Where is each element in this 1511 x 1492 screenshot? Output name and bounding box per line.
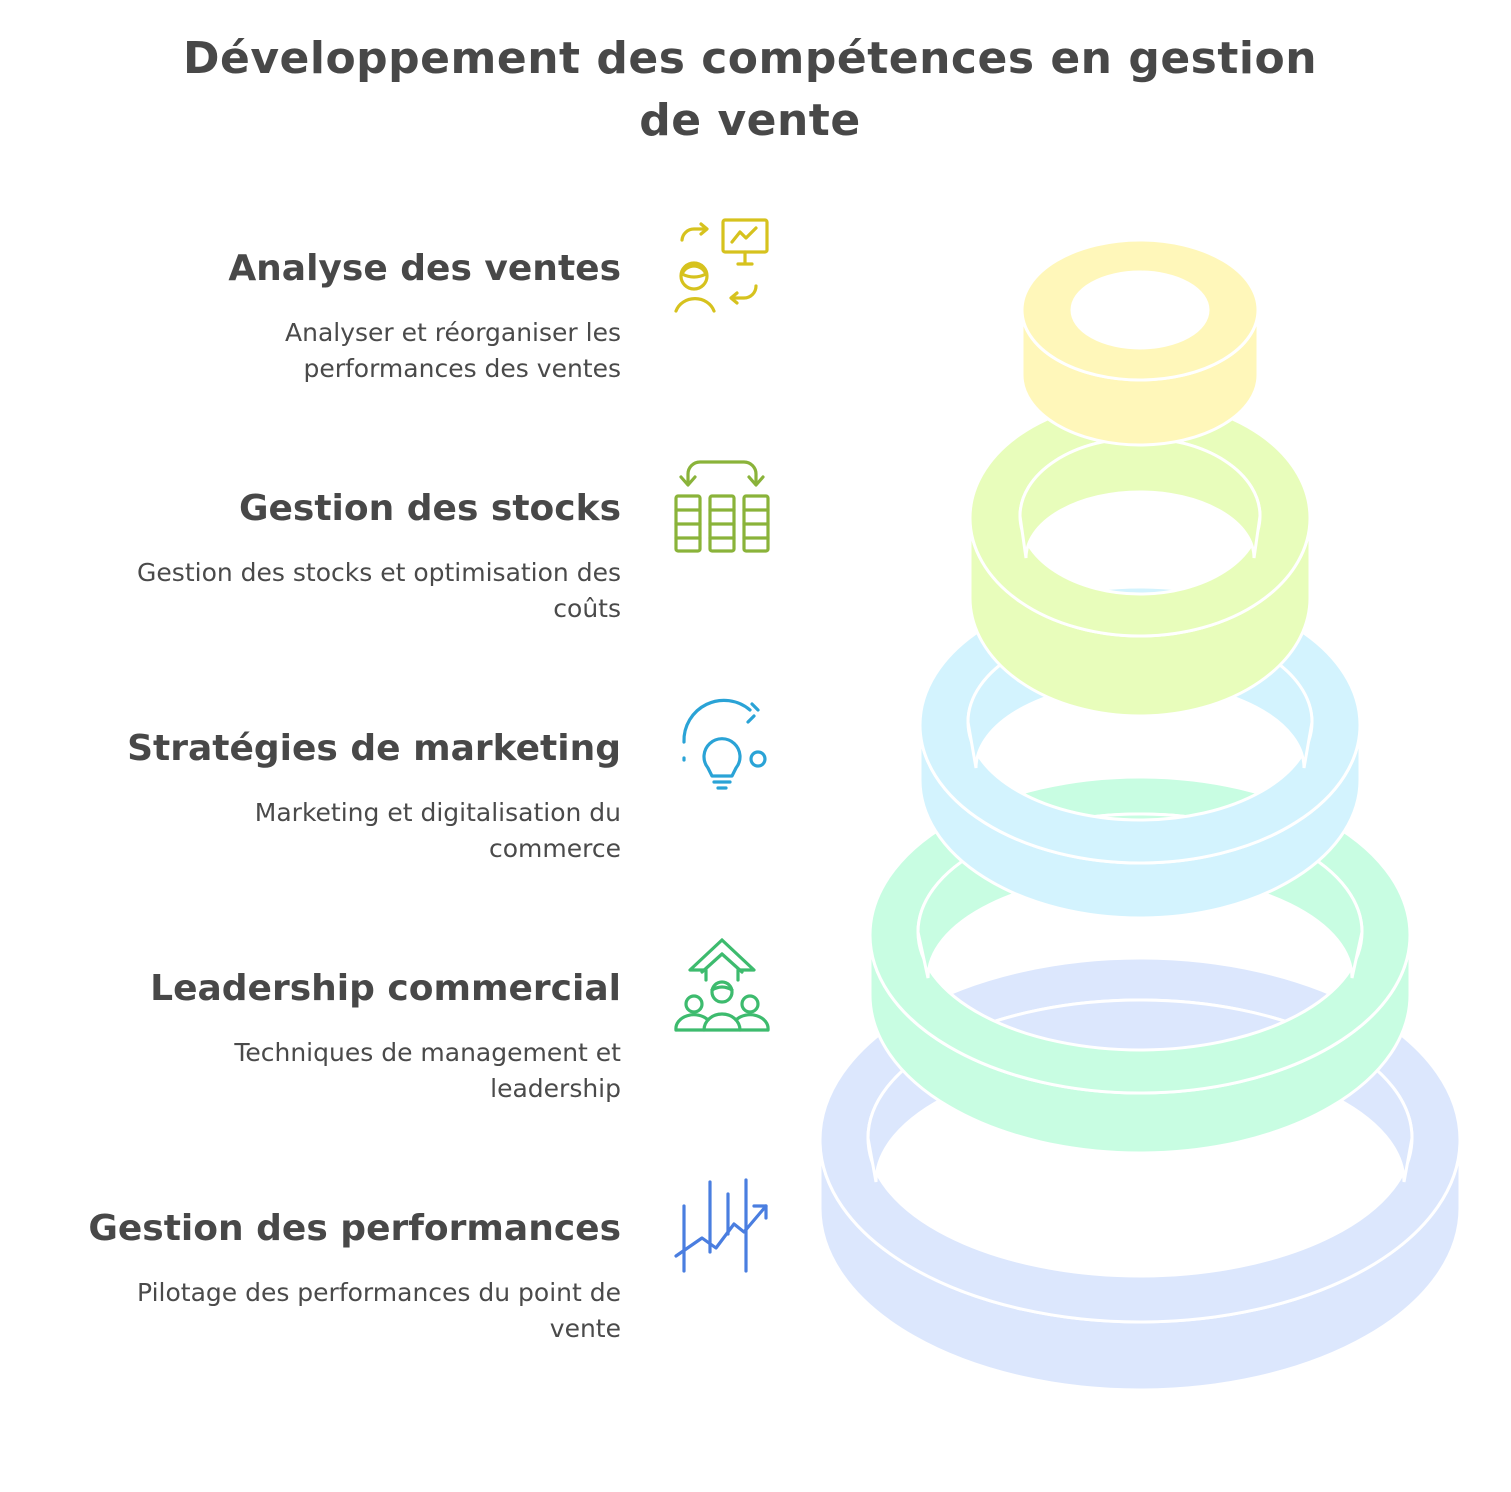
ring-2-inner-wall xyxy=(1018,436,1262,559)
level-3-heading: Stratégies de marketing xyxy=(127,728,621,769)
level-3-text: Stratégies de marketing Marketing et dig… xyxy=(21,727,621,867)
presentation-analysis-icon xyxy=(672,216,772,316)
team-growth-icon xyxy=(672,936,772,1036)
level-4-desc-line-1: Techniques de management et xyxy=(234,1038,621,1067)
ring-level-1 xyxy=(1020,238,1260,447)
ring-level-2 xyxy=(968,398,1312,718)
level-2-text: Gestion des stocks Gestion des stocks et… xyxy=(21,487,621,627)
level-2-desc-line-2: coûts xyxy=(553,594,621,623)
inventory-grid-icon xyxy=(672,456,772,556)
page-title: Développement des compétences en gestion… xyxy=(0,28,1500,152)
ring-1-top xyxy=(1020,238,1260,382)
title-line-2: de vente xyxy=(639,95,861,146)
level-1-description: Analyser et réorganiser les performances… xyxy=(21,315,621,387)
level-5-text: Gestion des performances Pilotage des pe… xyxy=(21,1207,621,1347)
level-5-desc-line-2: vente xyxy=(549,1314,621,1343)
level-4-text: Leadership commercial Techniques de mana… xyxy=(21,967,621,1107)
level-3-desc-line-1: Marketing et digitalisation du xyxy=(254,798,621,827)
level-2-description: Gestion des stocks et optimisation des c… xyxy=(21,555,621,627)
level-2-heading: Gestion des stocks xyxy=(238,488,621,529)
level-4-desc-line-2: leadership xyxy=(490,1074,621,1103)
level-1-desc-line-1: Analyser et réorganiser les xyxy=(285,318,621,347)
lightbulb-idea-icon xyxy=(672,696,772,796)
level-2-desc-line-1: Gestion des stocks et optimisation des xyxy=(137,558,621,587)
level-5-description: Pilotage des performances du point de ve… xyxy=(21,1275,621,1347)
level-4-description: Techniques de management et leadership xyxy=(21,1035,621,1107)
level-1-desc-line-2: performances des ventes xyxy=(303,354,621,383)
level-4-heading: Leadership commercial xyxy=(150,968,621,1009)
level-1-heading: Analyse des ventes xyxy=(228,248,621,289)
level-3-description: Marketing et digitalisation du commerce xyxy=(21,795,621,867)
level-1-text: Analyse des ventes Analyser et réorganis… xyxy=(21,247,621,387)
level-5-desc-line-1: Pilotage des performances du point de xyxy=(137,1278,621,1307)
level-5-heading: Gestion des performances xyxy=(88,1208,621,1249)
level-3-desc-line-2: commerce xyxy=(489,834,621,863)
trend-chart-icon xyxy=(672,1176,772,1276)
title-line-1: Développement des compétences en gestion xyxy=(182,33,1318,84)
